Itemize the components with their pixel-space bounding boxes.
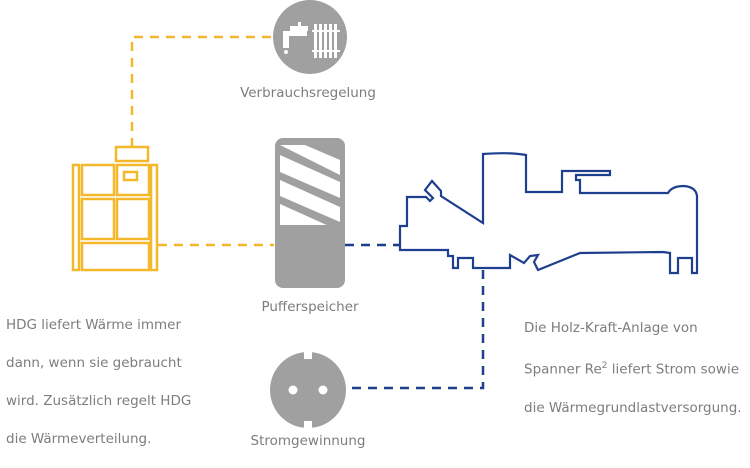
- buffer-label: Pufferspeicher: [261, 299, 359, 315]
- energy-flow-diagram: [71, 0, 699, 430]
- hdg-description: HDG liefert Wärme immer dann, wenn sie g…: [6, 297, 191, 468]
- spanner-description: Die Holz-Kraft-Anlage von Spanner Re2 li…: [524, 300, 742, 437]
- spanner-description-line: die Wärmegrundlastversorgung.: [524, 399, 742, 416]
- spanner-text-pre: Spanner Re: [524, 361, 602, 378]
- hdg-description-line: wird. Zusätzlich regelt HDG: [6, 393, 192, 409]
- spanner-description-line: Die Holz-Kraft-Anlage von: [524, 320, 698, 336]
- hdg-description-line: HDG liefert Wärme immer: [6, 317, 182, 333]
- hdg-description-line: dann, wenn sie gebraucht: [6, 355, 182, 371]
- connector-hdg-to-consumption: [130, 35, 272, 147]
- power-label: Stromgewinnung: [250, 433, 366, 449]
- connector-spanner-to-power: [347, 270, 485, 390]
- hdg-description-line: die Wärmeverteilung.: [6, 431, 152, 447]
- buffer-tank-icon: [275, 138, 345, 288]
- spanner-text-post: liefert Strom sowie: [607, 361, 739, 378]
- hdg-boiler-icon: [71, 145, 159, 272]
- tap-radiator-icon: [273, 0, 347, 74]
- wood-power-plant-icon: [394, 152, 699, 275]
- spanner-description-line: Spanner Re2 liefert Strom sowie: [524, 357, 742, 380]
- consumption-label: Verbrauchsregelung: [240, 85, 376, 101]
- spanner-text-superscript: 2: [601, 361, 608, 371]
- power-socket-icon: [270, 350, 346, 430]
